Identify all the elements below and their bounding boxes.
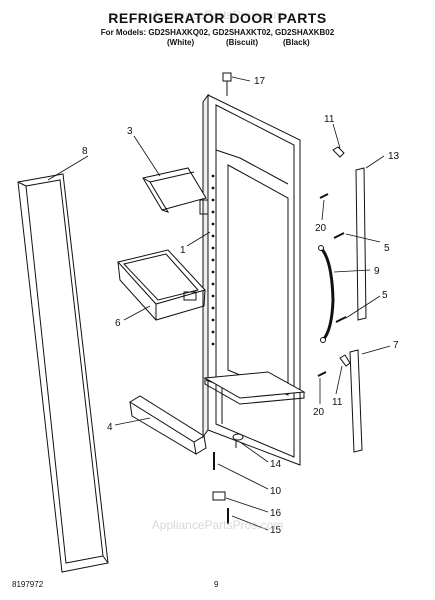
callout-11-lower: 11 <box>332 397 343 408</box>
liner-shelf-holes <box>211 174 215 346</box>
screw-5-upper <box>333 232 345 239</box>
trim-strip-upper <box>355 167 367 321</box>
callout-10: 10 <box>270 486 282 497</box>
callout-16: 16 <box>270 508 282 519</box>
callout-20-upper: 20 <box>315 223 327 234</box>
document-number: 8197972 <box>12 580 44 589</box>
door-bin <box>117 249 206 321</box>
variant-black: (Black) <box>283 38 310 47</box>
dairy-door <box>142 167 209 215</box>
callout-11-upper: 11 <box>324 114 335 125</box>
callout-9: 9 <box>374 266 380 277</box>
callout-5-lower: 5 <box>382 290 388 301</box>
callout-5-upper: 5 <box>384 243 390 254</box>
hinge-cap-top <box>222 72 232 96</box>
liner-bottom-shelf <box>203 371 306 405</box>
callout-14: 14 <box>270 459 282 470</box>
variant-biscuit: (Biscuit) <box>226 38 258 47</box>
callout-17: 17 <box>254 76 266 87</box>
callout-4: 4 <box>107 422 113 433</box>
bottom-hinge-bushing <box>232 433 244 448</box>
door-shelf-bottom <box>129 395 207 455</box>
callout-7: 7 <box>393 340 399 351</box>
callout-13: 13 <box>388 151 400 162</box>
screw-5-lower <box>335 316 347 323</box>
callout-8: 8 <box>82 146 88 157</box>
callout-3: 3 <box>127 126 133 137</box>
trim-strip-lower <box>349 349 363 453</box>
door-liner <box>202 93 301 466</box>
callout-20-lower: 20 <box>313 407 325 418</box>
watermark-bottom: AppliancePartsPros.com <box>151 518 284 532</box>
door-handle <box>318 245 335 343</box>
page-number: 9 <box>214 580 219 589</box>
callout-6: 6 <box>115 318 121 329</box>
screw-20-upper <box>319 193 329 199</box>
bottom-hinge-block <box>212 491 226 501</box>
handle-clip-lower <box>339 354 351 367</box>
callout-15: 15 <box>270 525 282 536</box>
page-title: REFRIGERATOR DOOR PARTS <box>108 10 327 26</box>
screw-20-lower <box>317 371 327 377</box>
door-gasket <box>17 173 109 573</box>
model-list: For Models: GD2SHAXKQ02, GD2SHAXKT02, GD… <box>100 28 335 37</box>
leader-lines <box>47 76 391 531</box>
watermark-top: AppliancePartsPros.com <box>151 8 284 22</box>
variant-white: (White) <box>167 38 195 47</box>
handle-clip-upper <box>332 146 345 158</box>
callout-1: 1 <box>180 245 186 256</box>
